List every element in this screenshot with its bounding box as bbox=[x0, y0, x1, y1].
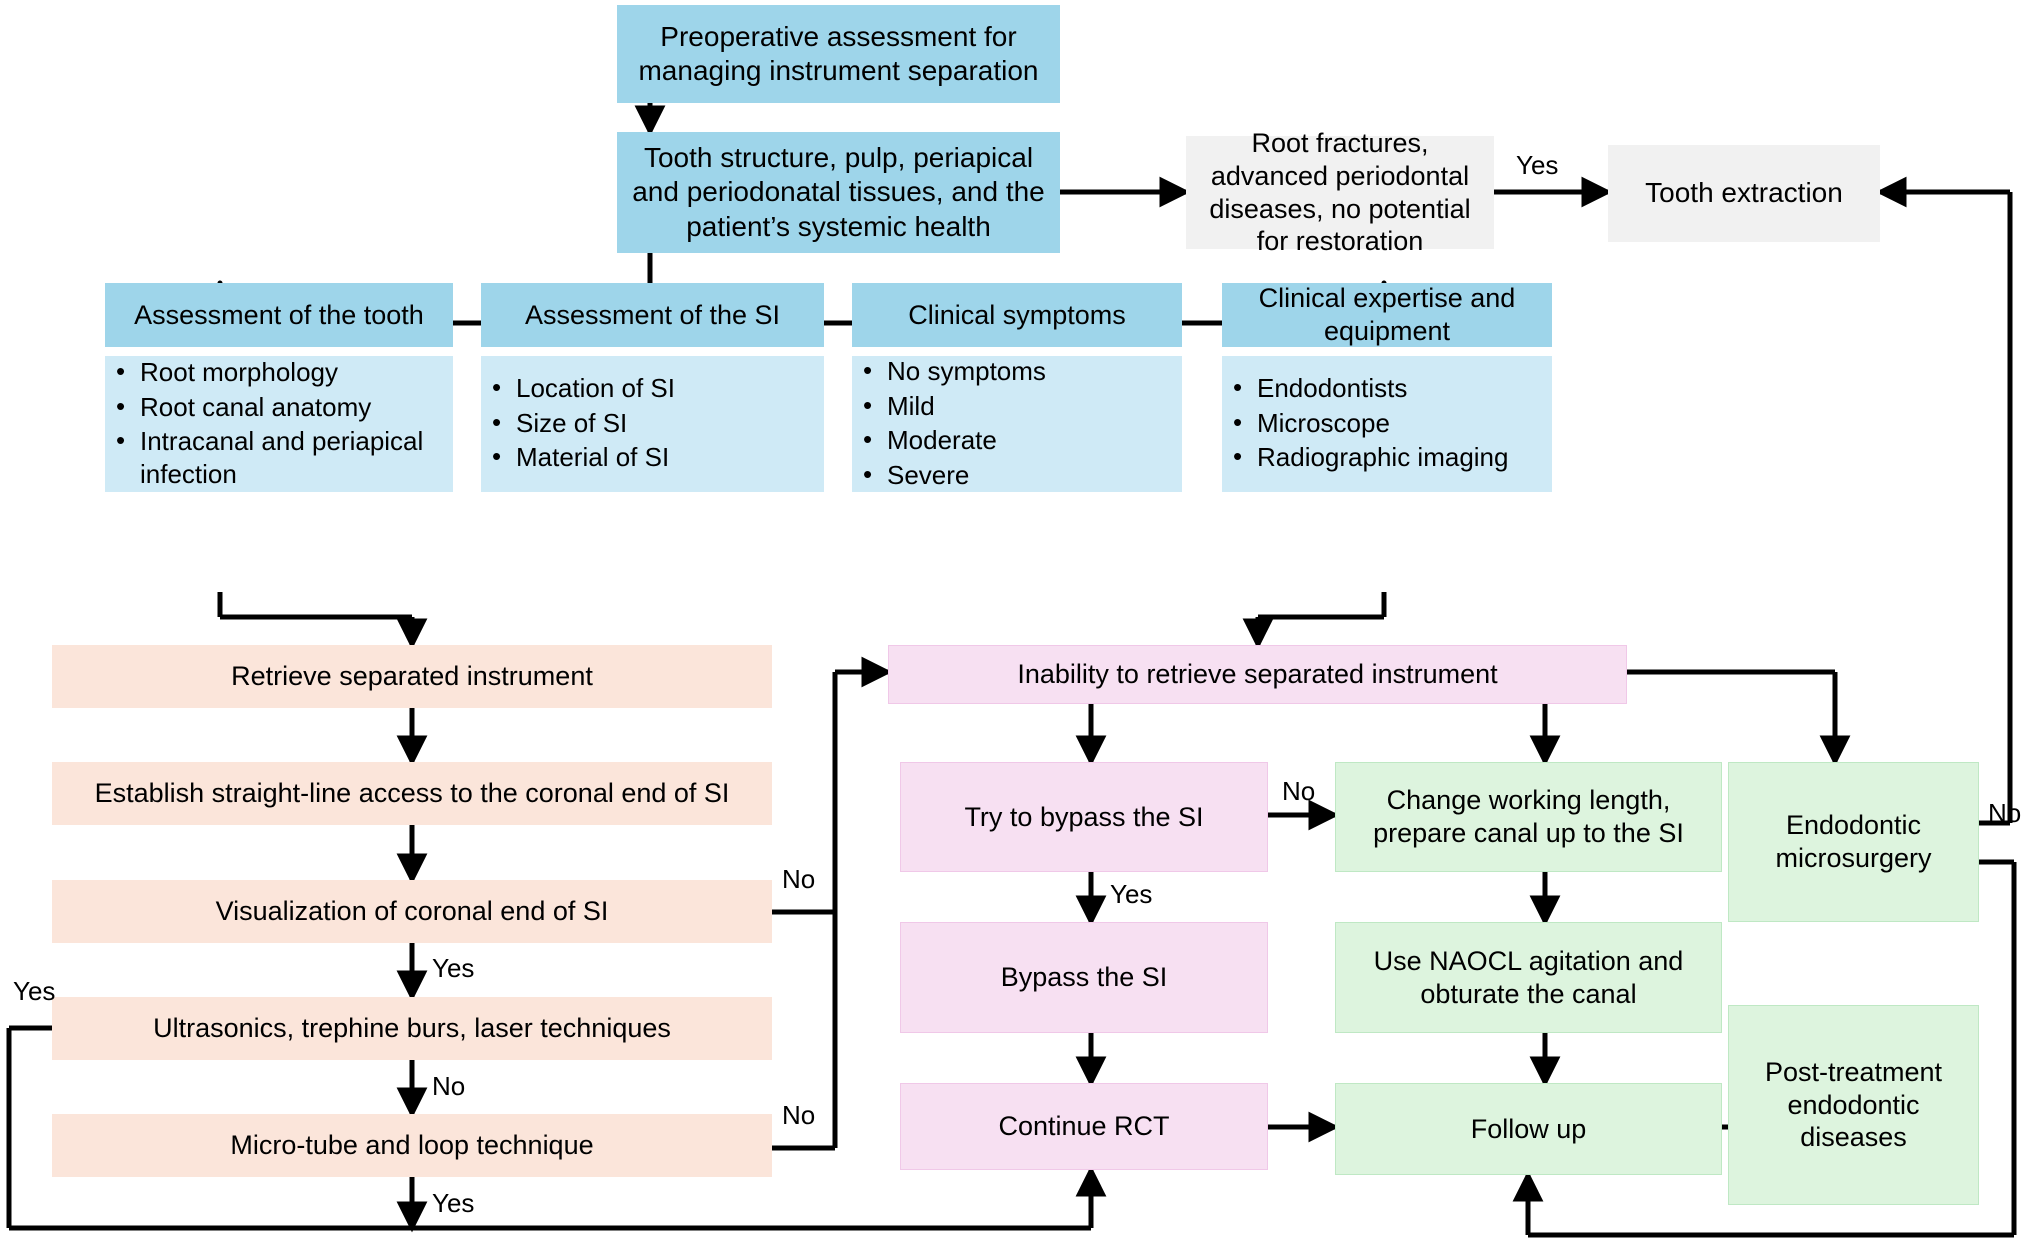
list-item: Root canal anatomy bbox=[116, 390, 446, 424]
node-try-bypass[interactable]: Try to bypass the SI bbox=[900, 762, 1268, 872]
edge-label-microtube-yes: Yes bbox=[432, 1188, 475, 1218]
node-tooth-extraction[interactable]: Tooth extraction bbox=[1608, 145, 1880, 242]
node-follow-up[interactable]: Follow up bbox=[1335, 1083, 1722, 1175]
node-endodontic-microsurgery-label: Endodontic microsurgery bbox=[1775, 810, 1932, 873]
list-item: Intracanal and periapical infection bbox=[116, 424, 446, 490]
node-col2-body[interactable]: Location of SISize of SIMaterial of SI bbox=[481, 356, 824, 492]
node-col1-body[interactable]: Root morphologyRoot canal anatomyIntraca… bbox=[105, 355, 453, 492]
node-naocl[interactable]: Use NAOCL agitation and obturate the can… bbox=[1335, 922, 1722, 1033]
list-item: Root morphology bbox=[116, 355, 446, 389]
edge-label-ultrasonics-yes: Yes bbox=[13, 976, 56, 1006]
node-tooth-extraction-label: Tooth extraction bbox=[1645, 177, 1843, 209]
node-continue-rct-label: Continue RCT bbox=[998, 1111, 1170, 1142]
node-micro-tube-loop[interactable]: Micro-tube and loop technique bbox=[52, 1114, 772, 1177]
node-straight-line-access[interactable]: Establish straight-line access to the co… bbox=[52, 762, 772, 825]
node-post-treatment-diseases-label: Post-treatment endodontic diseases bbox=[1764, 1056, 1943, 1153]
list-item: No symptoms bbox=[863, 354, 1046, 388]
node-bypass[interactable]: Bypass the SI bbox=[900, 922, 1268, 1033]
node-retrieve[interactable]: Retrieve separated instrument bbox=[52, 645, 772, 708]
node-inability-label: Inability to retrieve separated instrume… bbox=[1017, 659, 1498, 690]
list-item: Severe bbox=[863, 458, 1046, 492]
node-straight-line-access-label: Establish straight-line access to the co… bbox=[94, 778, 730, 809]
node-hopeless-label: Root fractures, advanced periodontal dis… bbox=[1209, 127, 1471, 257]
node-col2-header-label: Assessment of the SI bbox=[524, 299, 781, 330]
node-col3-header-label: Clinical symptoms bbox=[908, 299, 1126, 330]
node-naocl-label: Use NAOCL agitation and obturate the can… bbox=[1373, 945, 1684, 1009]
node-evaluation-label: Tooth structure, pulp, periapical and pe… bbox=[632, 142, 1045, 242]
node-endodontic-microsurgery[interactable]: Endodontic microsurgery bbox=[1728, 762, 1979, 922]
list-item: Radiographic imaging bbox=[1233, 440, 1509, 474]
node-col4-header-label: Clinical expertise and equipment bbox=[1258, 283, 1516, 346]
edge-label-visualization-yes: Yes bbox=[432, 953, 475, 983]
node-start[interactable]: Preoperative assessment for managing ins… bbox=[617, 5, 1060, 103]
node-ultrasonics-label: Ultrasonics, trephine burs, laser techni… bbox=[153, 1013, 671, 1044]
node-ultrasonics[interactable]: Ultrasonics, trephine burs, laser techni… bbox=[52, 997, 772, 1060]
edge-label-hopeless-yes: Yes bbox=[1516, 150, 1559, 180]
node-visualization[interactable]: Visualization of coronal end of SI bbox=[52, 880, 772, 943]
node-inability[interactable]: Inability to retrieve separated instrume… bbox=[888, 645, 1627, 704]
node-post-treatment-diseases[interactable]: Post-treatment endodontic diseases bbox=[1728, 1005, 1979, 1205]
node-retrieve-label: Retrieve separated instrument bbox=[231, 661, 593, 692]
node-change-working-length-label: Change working length, prepare canal up … bbox=[1373, 785, 1684, 848]
list-item: Size of SI bbox=[492, 406, 675, 440]
node-change-working-length[interactable]: Change working length, prepare canal up … bbox=[1335, 762, 1722, 872]
node-col3-body[interactable]: No symptomsMildModerateSevere bbox=[852, 354, 1182, 493]
list-item: Moderate bbox=[863, 423, 1046, 457]
col2-bullet-list: Location of SISize of SIMaterial of SI bbox=[482, 371, 681, 476]
edge-label-bypass-yes: Yes bbox=[1110, 879, 1153, 909]
node-micro-tube-loop-label: Micro-tube and loop technique bbox=[230, 1130, 594, 1161]
edge-label-microsurgery-no: No bbox=[1988, 798, 2022, 828]
node-visualization-label: Visualization of coronal end of SI bbox=[215, 896, 609, 927]
node-col1-header[interactable]: Assessment of the tooth bbox=[105, 283, 453, 347]
node-col3-header[interactable]: Clinical symptoms bbox=[852, 283, 1182, 347]
node-start-label: Preoperative assessment for managing ins… bbox=[638, 20, 1039, 86]
list-item: Endodontists bbox=[1233, 371, 1508, 405]
node-try-bypass-label: Try to bypass the SI bbox=[964, 801, 1204, 832]
edge-label-microtube-no: No bbox=[782, 1100, 816, 1130]
col4-bullet-list: EndodontistsMicroscopeRadiographic imagi… bbox=[1223, 371, 1514, 476]
list-item: Microscope bbox=[1233, 406, 1508, 440]
node-bypass-label: Bypass the SI bbox=[1000, 962, 1168, 993]
edge-label-ultrasonics-no: No bbox=[432, 1071, 466, 1101]
node-col4-header[interactable]: Clinical expertise and equipment bbox=[1222, 283, 1552, 347]
node-follow-up-label: Follow up bbox=[1470, 1113, 1587, 1144]
col1-bullet-list: Root morphologyRoot canal anatomyIntraca… bbox=[106, 355, 452, 492]
list-item: Material of SI bbox=[492, 440, 675, 474]
edge-label-bypass-no: No bbox=[1282, 776, 1316, 806]
node-hopeless[interactable]: Root fractures, advanced periodontal dis… bbox=[1186, 128, 1494, 256]
node-evaluation[interactable]: Tooth structure, pulp, periapical and pe… bbox=[617, 132, 1060, 253]
col3-bullet-list: No symptomsMildModerateSevere bbox=[853, 354, 1052, 493]
list-item: Location of SI bbox=[492, 371, 675, 405]
node-col2-header[interactable]: Assessment of the SI bbox=[481, 283, 824, 347]
node-col4-body[interactable]: EndodontistsMicroscopeRadiographic imagi… bbox=[1222, 356, 1552, 492]
edge-label-visualization-no: No bbox=[782, 864, 816, 894]
node-col1-header-label: Assessment of the tooth bbox=[134, 299, 424, 330]
node-continue-rct[interactable]: Continue RCT bbox=[900, 1083, 1268, 1170]
list-item: Mild bbox=[863, 389, 1046, 423]
